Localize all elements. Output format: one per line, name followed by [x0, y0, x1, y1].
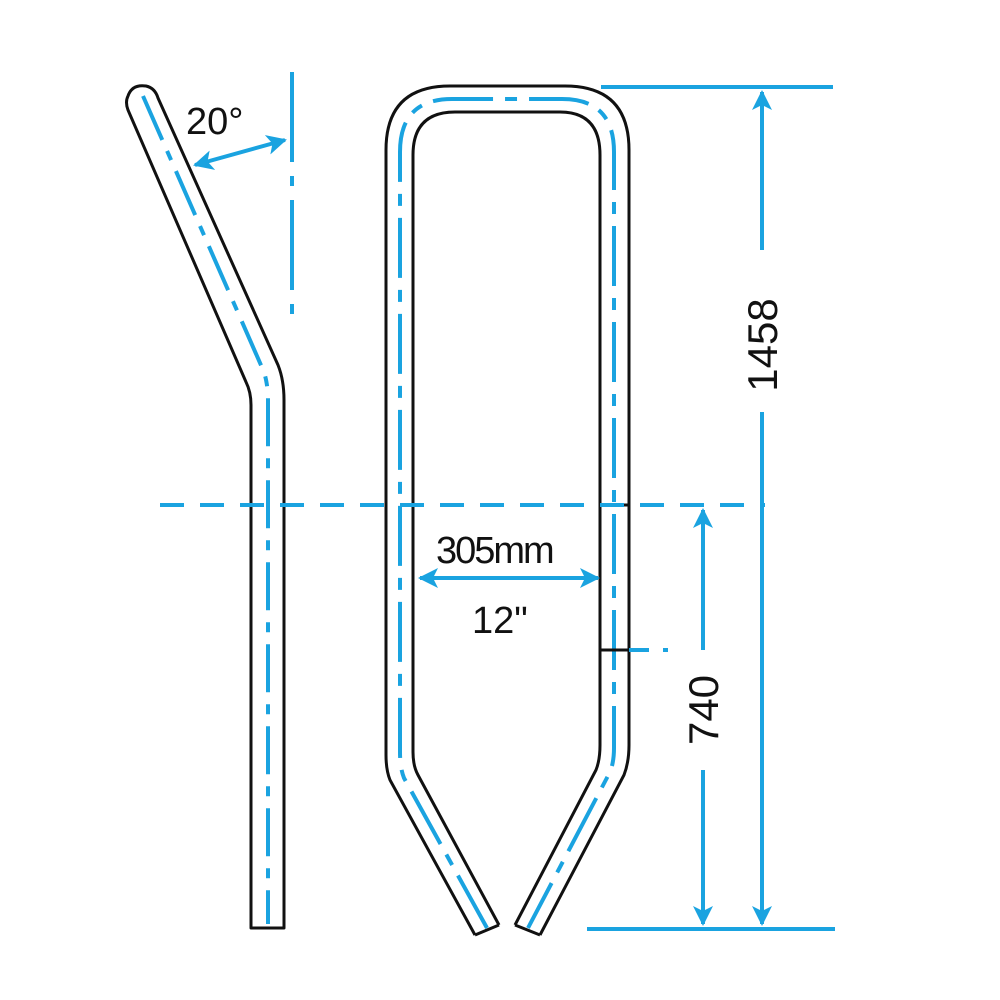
side-tube-centerline — [141, 95, 270, 924]
right-leg-end — [514, 923, 541, 937]
overall-height-dimension: 1458 — [739, 90, 786, 926]
angle-arrow — [193, 135, 287, 170]
front-frame-centerline — [398, 97, 616, 929]
front-frame-inner-outline — [411, 110, 602, 926]
partial-height-label: 740 — [680, 675, 727, 745]
front-frame-outer-outline — [384, 84, 631, 936]
width-mm-label: 305mm — [436, 530, 553, 572]
front-view: 305mm 12" — [384, 84, 631, 937]
partial-height-dimension: 740 — [680, 508, 727, 926]
side-tube-outline — [125, 84, 286, 930]
left-leg-end — [474, 923, 500, 937]
width-in-label: 12" — [472, 600, 528, 642]
side-view: 20° — [125, 72, 294, 930]
angle-label: 20° — [186, 101, 243, 143]
overall-height-label: 1458 — [739, 298, 786, 391]
